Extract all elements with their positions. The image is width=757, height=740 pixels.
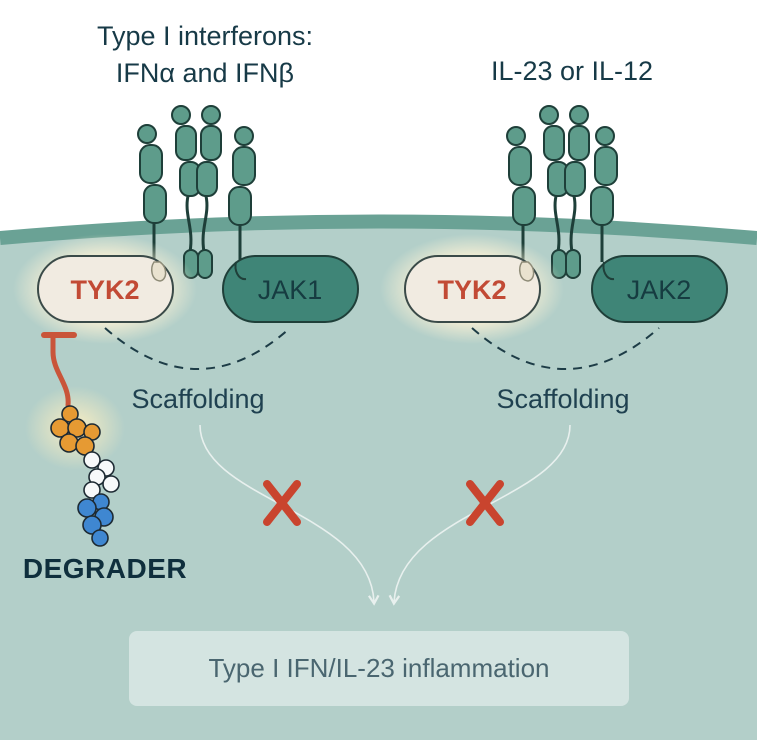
blocked-x-icon-left [263,480,301,526]
scaffolding-curve-left [104,327,291,370]
right-pathway-title: IL-23 or IL-12 [491,56,653,86]
left-pathway-title-line2: IFNα and IFNβ [116,58,294,88]
degrader-molecule-icon [25,332,125,547]
tyk2-kinase-right [404,255,541,323]
degrader-label: DEGRADER [23,553,187,584]
scaffolding-curve-right [471,327,660,370]
cell-membrane [0,214,757,245]
blocked-x-icon-right [466,480,504,526]
jak2-kinase [591,255,728,323]
jak2-label: JAK2 [627,275,692,305]
outcome-box [129,631,629,706]
outcome-label: Type I IFN/IL-23 inflammation [208,653,549,683]
tyk2-kinase-left [37,255,174,323]
jak1-kinase [222,255,359,323]
receptor-tail-right [519,261,535,282]
tyk2-label-right: TYK2 [437,275,506,305]
scaffolding-label-right: Scaffolding [496,384,629,414]
scaffolding-label-left: Scaffolding [131,384,264,414]
receptor-tail-left [151,261,167,282]
il23-receptor-complex [506,105,618,279]
tyk2-label-left: TYK2 [70,275,139,305]
cytoplasm [0,221,757,740]
left-pathway-title-line1: Type I interferons: [97,21,313,51]
jak1-label: JAK1 [258,275,323,305]
